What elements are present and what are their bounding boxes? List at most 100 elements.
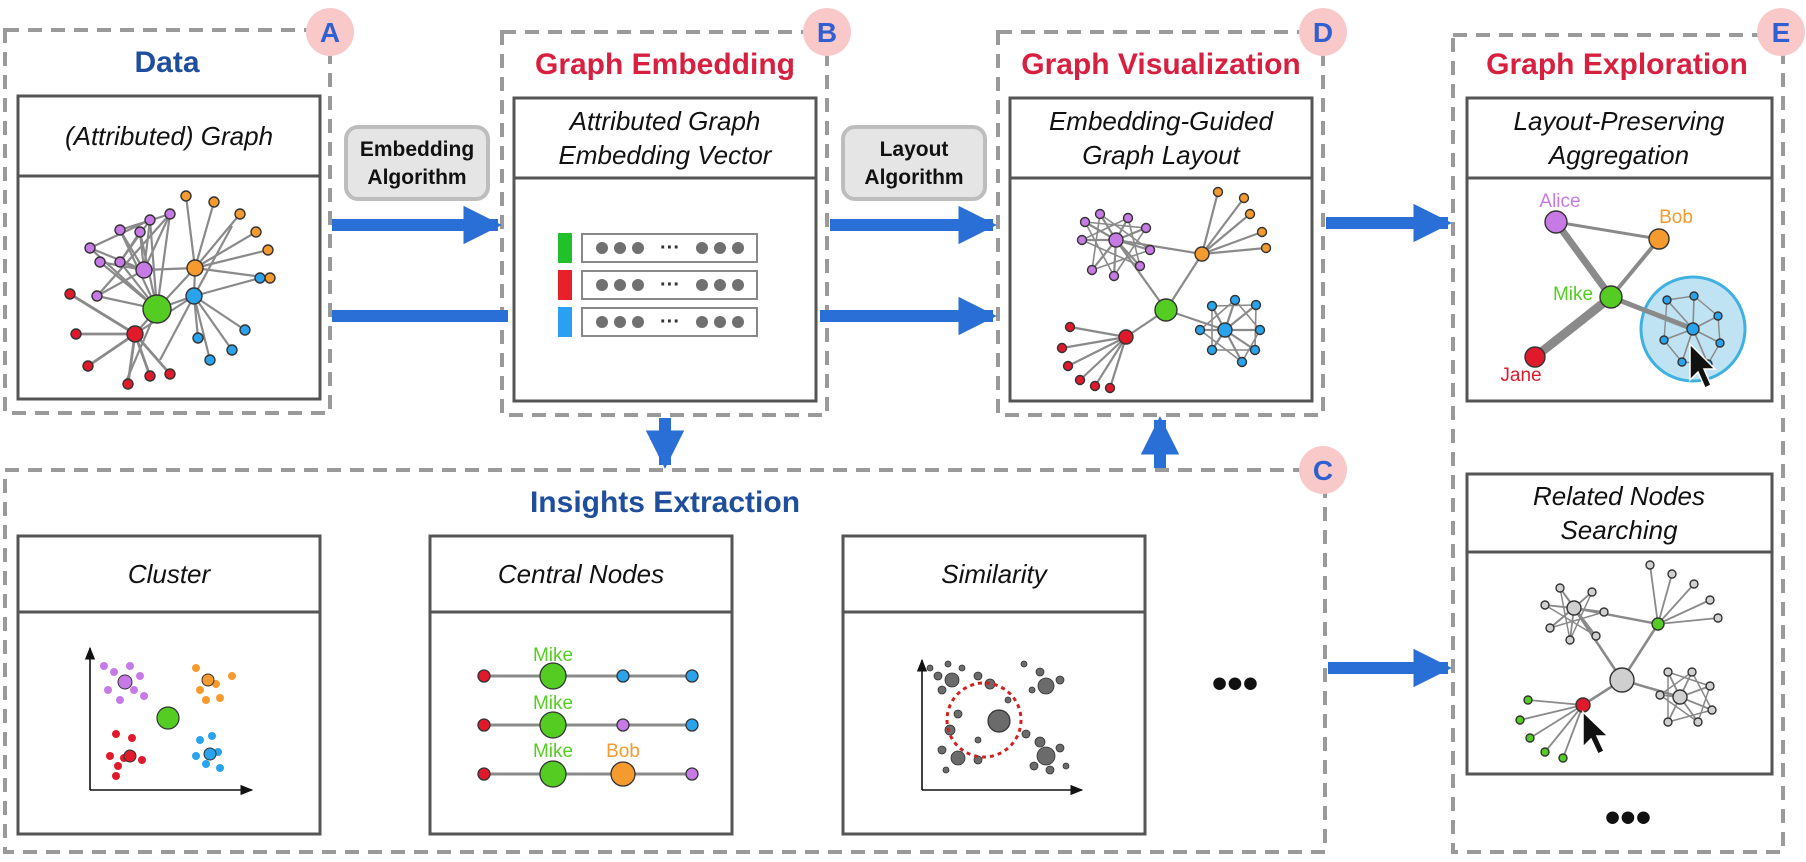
graph-node — [1663, 717, 1673, 727]
similarity-point — [1055, 675, 1065, 685]
vector-dot — [732, 242, 744, 254]
section-frames — [3, 28, 1785, 854]
graph-node — [1707, 705, 1717, 715]
similarity-point — [1035, 667, 1045, 677]
graph-edge — [1201, 230, 1263, 256]
graph-node — [1544, 210, 1568, 234]
graph-node — [1663, 667, 1673, 677]
cluster-center — [201, 673, 215, 687]
cluster-point — [202, 760, 210, 768]
card-cluster-title: Cluster — [128, 559, 212, 589]
vector-dot — [696, 316, 708, 328]
insights-more-ellipsis: ••• — [1212, 659, 1258, 708]
graph-edge — [1061, 335, 1127, 350]
graph-node — [84, 242, 96, 254]
graph-edge — [193, 201, 216, 269]
graph-node — [1609, 667, 1635, 693]
graph-edge — [1529, 704, 1584, 739]
graph-edge — [1094, 336, 1127, 387]
central-node — [616, 718, 630, 732]
graph-edge — [193, 225, 233, 297]
graph-edge — [1067, 336, 1127, 367]
graph-node — [186, 259, 204, 277]
similarity-point — [1029, 761, 1039, 771]
graph-node — [1249, 344, 1261, 356]
graph-node — [1238, 192, 1250, 204]
graph-edge — [1201, 197, 1245, 255]
card-central-nodes-title: Central Nodes — [498, 559, 664, 589]
similarity-point — [1045, 765, 1055, 775]
cluster-point — [100, 662, 108, 670]
cluster-point — [228, 672, 236, 680]
vector-box — [581, 270, 758, 300]
aggregation-glyph — [1524, 210, 1747, 383]
section-embedding-frame — [500, 30, 829, 417]
card-related-nodes-title-1: Related Nodes — [1533, 481, 1705, 511]
cluster-point — [196, 686, 204, 694]
svg-text:C: C — [1313, 455, 1333, 486]
graph-edge — [194, 213, 241, 269]
graph-node — [134, 226, 146, 238]
graph-node — [1687, 667, 1697, 677]
card-related-nodes-title-2: Searching — [1560, 515, 1678, 545]
graph-node — [1540, 600, 1550, 610]
graph-node — [1094, 208, 1106, 220]
svg-text:Algorithm: Algorithm — [864, 166, 963, 189]
graph-edge — [193, 295, 233, 351]
label-jane: Jane — [1500, 365, 1541, 386]
embedding-vector-rows: ········· — [558, 233, 758, 337]
section-data-frame — [3, 28, 332, 415]
graph-node — [1140, 222, 1152, 234]
graph-node — [1064, 321, 1076, 333]
graph-node — [1244, 208, 1256, 220]
vector-ellipsis: ··· — [660, 237, 680, 259]
similarity-point — [944, 672, 960, 688]
card-similarity-title: Similarity — [941, 559, 1048, 589]
vector-dot — [596, 242, 608, 254]
graph-node — [1144, 244, 1156, 256]
graph-node — [264, 272, 276, 284]
similarity-point — [1037, 677, 1055, 695]
svg-text:Algorithm: Algorithm — [367, 166, 466, 189]
cluster-point — [130, 686, 138, 694]
graph-edge — [184, 195, 197, 269]
card-guided-layout-title-1: Embedding-Guided — [1049, 106, 1275, 136]
vector-dot — [632, 279, 644, 291]
graph-edge — [1609, 237, 1661, 299]
cluster-point — [114, 762, 122, 770]
graph-node — [234, 208, 246, 220]
graph-edge — [1555, 220, 1660, 241]
vector-dot — [614, 242, 626, 254]
graph-node — [1254, 324, 1266, 336]
cluster-point — [140, 692, 148, 700]
graph-edge — [1108, 336, 1128, 389]
graph-edge — [1544, 604, 1597, 637]
guided-layout-glyph — [1056, 186, 1272, 394]
vector-dot — [632, 316, 644, 328]
graph-edge — [1199, 299, 1236, 331]
graph-edge — [1657, 617, 1719, 625]
graph-node — [1662, 295, 1672, 305]
graph-edge — [1199, 329, 1243, 363]
cursor-arrow-icon-related — [1582, 710, 1610, 756]
graph-node — [142, 294, 172, 324]
graph-edge — [96, 213, 171, 297]
graph-edge — [1663, 339, 1683, 363]
graph-node — [1074, 374, 1086, 386]
graph-edge — [192, 295, 212, 361]
central-node — [477, 767, 491, 781]
vector-dot — [714, 242, 726, 254]
exploration-section-title: Graph Exploration — [1486, 48, 1748, 81]
cluster-point — [110, 668, 118, 676]
graph-node — [1689, 579, 1699, 589]
graph-edge — [193, 276, 261, 298]
graph-edge — [193, 295, 246, 331]
graph-node — [1705, 595, 1715, 605]
graph-node — [1705, 681, 1715, 691]
similarity-point — [953, 709, 963, 719]
graph-node — [1713, 311, 1723, 321]
graph-node — [114, 256, 126, 268]
graph-node — [254, 272, 266, 284]
vector-dot — [714, 279, 726, 291]
